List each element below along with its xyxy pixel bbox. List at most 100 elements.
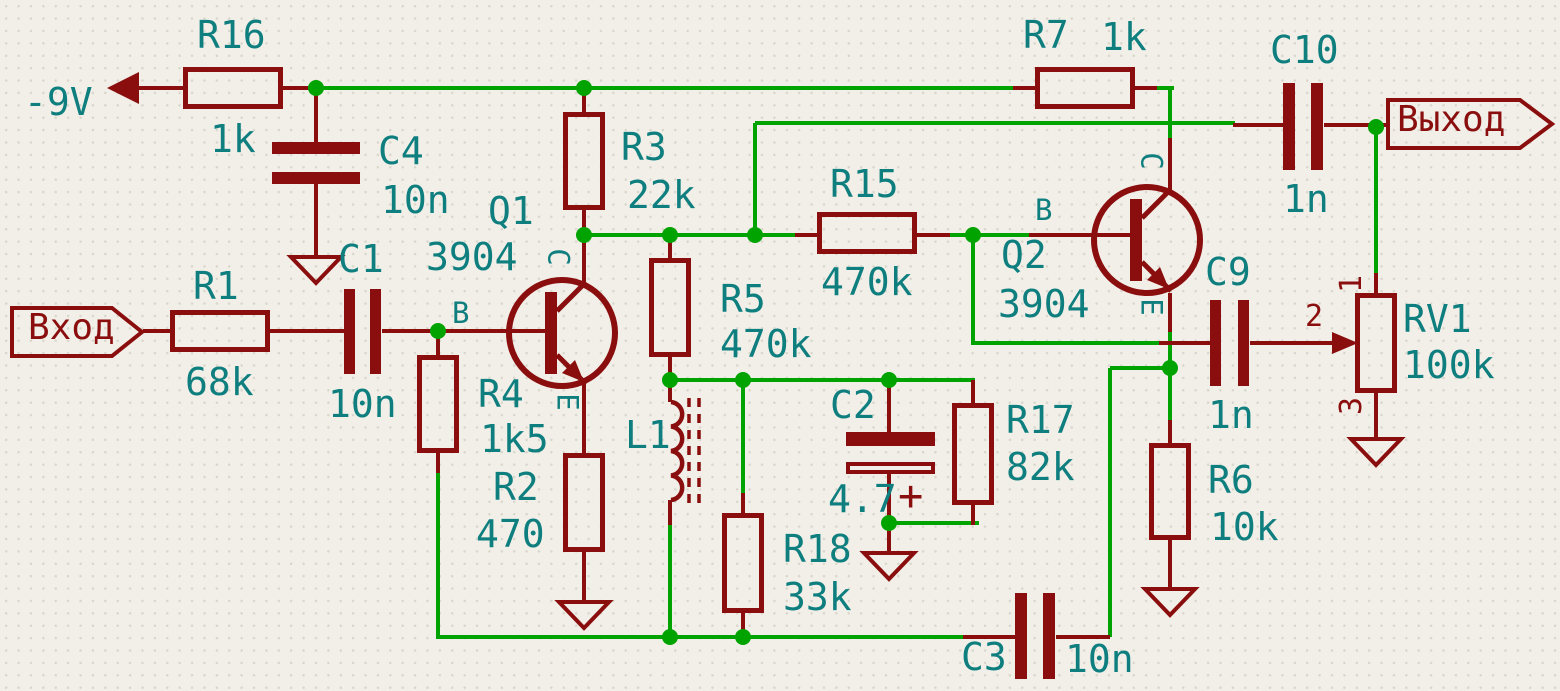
- c4-ref-label[interactable]: C4: [378, 129, 424, 173]
- capacitor-c9-plate-right[interactable]: [1238, 300, 1249, 386]
- r17-ref-label[interactable]: R17: [1006, 398, 1075, 442]
- r15-value-label[interactable]: 470k: [821, 260, 913, 304]
- potentiometer-rv1-body[interactable]: [1355, 293, 1397, 393]
- capacitor-c2-plate-top[interactable]: [846, 432, 935, 446]
- gnd-symbol-r6[interactable]: [1140, 587, 1200, 618]
- pin-c2-gnd-stem[interactable]: [887, 525, 891, 553]
- pin-c10-left[interactable]: [1233, 123, 1284, 127]
- capacitor-c4-plate-top[interactable]: [272, 142, 360, 154]
- pin-r4-bottom[interactable]: [436, 453, 440, 473]
- power-flag-icon[interactable]: [105, 70, 141, 106]
- transistor-q1-symbol[interactable]: [502, 273, 622, 393]
- resistor-r5-body[interactable]: [649, 258, 691, 357]
- pin-c3-right[interactable]: [1056, 635, 1110, 639]
- c10-ref-label[interactable]: C10: [1270, 28, 1339, 72]
- r15-ref-label[interactable]: R15: [830, 162, 899, 206]
- pin-c9-left[interactable]: [1159, 341, 1211, 345]
- r18-value-label[interactable]: 33k: [783, 575, 852, 619]
- wire-bottom-bus[interactable]: [436, 635, 967, 639]
- pin-rv1-3[interactable]: [1374, 393, 1378, 439]
- resistor-r18-body[interactable]: [722, 513, 764, 613]
- r1-ref-label[interactable]: R1: [193, 264, 239, 308]
- pin-c3-left[interactable]: [963, 635, 1016, 639]
- capacitor-c3-plate-right[interactable]: [1043, 593, 1055, 679]
- capacitor-c1-plate-left[interactable]: [344, 289, 355, 374]
- pin-rv1-1[interactable]: [1374, 273, 1378, 293]
- pin-l1-bottom[interactable]: [668, 500, 672, 525]
- pin-r4-top[interactable]: [436, 333, 440, 355]
- pin-r5-bottom[interactable]: [668, 357, 672, 380]
- wire-r18-drop[interactable]: [741, 380, 745, 493]
- wire-collector-bus[interactable]: [584, 233, 795, 237]
- pin-r3-top[interactable]: [582, 88, 586, 112]
- pin-l1-top[interactable]: [668, 382, 672, 402]
- pin-c10-right[interactable]: [1324, 123, 1388, 127]
- capacitor-c2-plate-bottom[interactable]: [846, 462, 935, 474]
- pin-r15-right[interactable]: [917, 233, 950, 237]
- q2-ref-label[interactable]: Q2: [1001, 233, 1047, 277]
- resistor-r3-body[interactable]: [563, 112, 605, 210]
- resistor-r2-body[interactable]: [563, 453, 605, 552]
- c1-ref-label[interactable]: C1: [338, 237, 384, 281]
- r18-ref-label[interactable]: R18: [783, 527, 852, 571]
- pin-q2-emitter[interactable]: [1168, 293, 1172, 332]
- pin-r7-right[interactable]: [1135, 86, 1157, 90]
- l1-ref-label[interactable]: L1: [625, 413, 671, 457]
- r7-value-label[interactable]: 1k: [1101, 15, 1147, 59]
- resistor-r16-body[interactable]: [183, 67, 283, 109]
- r6-value-label[interactable]: 10k: [1210, 505, 1279, 549]
- capacitor-c3-plate-left[interactable]: [1015, 593, 1027, 679]
- wire-output-drop[interactable]: [1374, 127, 1378, 275]
- pin-c4-bottom[interactable]: [314, 184, 318, 257]
- pin-r18-top[interactable]: [741, 493, 745, 513]
- pin-r1-c1[interactable]: [270, 329, 345, 333]
- r16-ref-label[interactable]: R16: [197, 13, 266, 57]
- pin-r7-left[interactable]: [1013, 86, 1035, 90]
- r5-value-label[interactable]: 470k: [720, 322, 812, 366]
- wire-r7-bend-vertical[interactable]: [1168, 86, 1172, 140]
- gnd-symbol-r2[interactable]: [554, 600, 614, 631]
- wire-c3-branch-horizontal[interactable]: [1110, 366, 1172, 370]
- capacitor-c1-plate-right[interactable]: [370, 289, 381, 374]
- c3-value-label[interactable]: 10n: [1065, 637, 1134, 681]
- wire-emitter2-drop[interactable]: [1168, 330, 1172, 422]
- c3-ref-label[interactable]: C3: [961, 635, 1007, 679]
- pin-c2-bottom[interactable]: [887, 474, 891, 525]
- c9-value-label[interactable]: 1n: [1208, 393, 1254, 437]
- pin-neg9v-wire[interactable]: [137, 86, 183, 90]
- pin-r17-top[interactable]: [971, 380, 975, 403]
- pin-c1-base1[interactable]: [382, 329, 545, 333]
- wire-base2-drop[interactable]: [971, 235, 975, 345]
- wire-feedback-horizontal[interactable]: [755, 121, 1235, 125]
- wire-mid-bus[interactable]: [670, 378, 975, 382]
- pin-r5-top[interactable]: [668, 235, 672, 258]
- pin-r3-bottom-q1-collector[interactable]: [582, 210, 586, 282]
- r3-value-label[interactable]: 22k: [627, 173, 696, 217]
- r3-ref-label[interactable]: R3: [621, 125, 667, 169]
- pin-r17-bottom[interactable]: [971, 505, 975, 525]
- pin-r15-left[interactable]: [795, 233, 817, 237]
- output-port-shape[interactable]: [1386, 98, 1556, 152]
- c10-value-label[interactable]: 1n: [1283, 177, 1329, 221]
- resistor-r15-body[interactable]: [817, 212, 917, 254]
- q1-value-label[interactable]: 3904: [426, 235, 518, 279]
- r7-ref-label[interactable]: R7: [1023, 13, 1069, 57]
- pin-r6-top[interactable]: [1168, 420, 1172, 443]
- pin-q2-collector[interactable]: [1168, 138, 1172, 190]
- wire-r4-drop[interactable]: [436, 471, 440, 639]
- capacitor-c9-plate-left[interactable]: [1210, 300, 1221, 386]
- c1-value-label[interactable]: 10n: [328, 382, 397, 426]
- r2-ref-label[interactable]: R2: [493, 465, 539, 509]
- wire-l1-drop[interactable]: [668, 523, 672, 637]
- r4-ref-label[interactable]: R4: [478, 372, 524, 416]
- resistor-r1-body[interactable]: [170, 310, 270, 352]
- pin-c9-right-wiper[interactable]: [1250, 341, 1336, 345]
- wire-r7-bend-horizontal[interactable]: [1157, 86, 1174, 90]
- pin-r18-bottom[interactable]: [741, 613, 745, 637]
- pin-r16-right[interactable]: [282, 86, 316, 90]
- input-port-label[interactable]: Вход: [28, 307, 115, 348]
- wire-base2-bus[interactable]: [950, 233, 1029, 237]
- r5-ref-label[interactable]: R5: [720, 277, 766, 321]
- q1-ref-label[interactable]: Q1: [488, 189, 534, 233]
- pin-q1-emitter[interactable]: [582, 384, 586, 453]
